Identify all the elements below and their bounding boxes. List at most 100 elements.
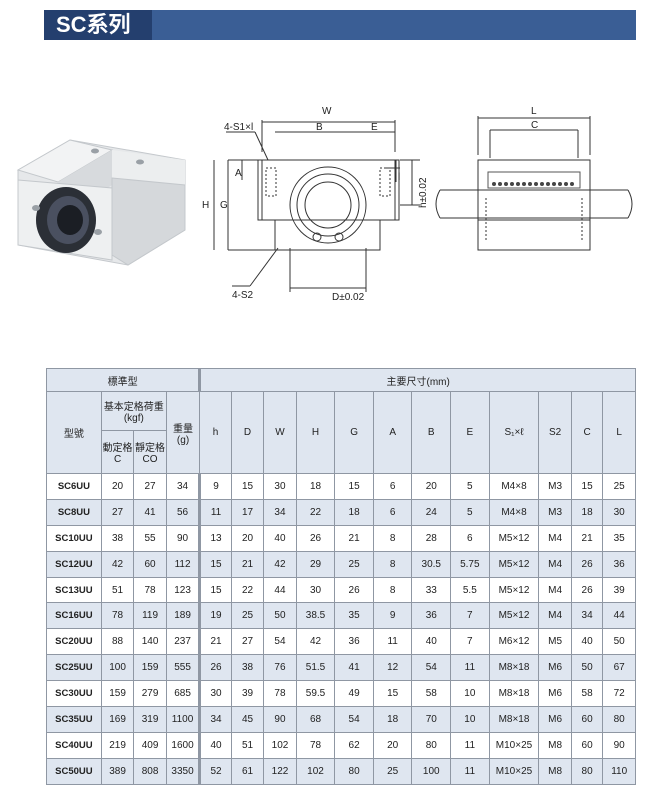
table-cell: 42 [100,550,135,578]
table-cell: 38 [100,524,135,552]
table-cell: 39 [602,576,636,604]
table-cell: 123 [165,576,201,604]
model-cell: SC20UU [46,628,102,656]
table-cell: 119 [133,602,167,630]
table-cell: 40 [411,628,452,656]
table-cell: 78 [100,602,135,630]
col-static-header: 靜定格 CO [133,430,167,474]
table-cell: 60 [570,706,604,733]
table-cell: 58 [570,680,604,708]
table-cell: 5 [450,473,490,500]
table-cell: 60 [570,731,604,759]
col-dim-header: H [295,391,336,474]
label-H: H [202,200,209,211]
table-cell: 67 [602,654,636,682]
table-cell: 685 [165,680,201,708]
table-cell: 40 [570,628,604,656]
front-view-drawing [213,120,420,292]
table-cell: 40 [198,731,232,759]
table-cell: 21 [334,524,374,552]
table-cell: 21 [230,550,265,578]
label-G: G [220,200,228,211]
page-title: SC系列 [44,10,152,40]
table-cell: M5×12 [488,576,540,604]
table-cell: 15 [198,550,232,578]
model-cell: SC6UU [46,473,102,500]
table-cell: 12 [372,654,413,682]
table-cell: 55 [133,524,167,552]
table-cell: M8×18 [488,706,540,733]
table-cell: 140 [133,628,167,656]
col-model-header: 型號 [46,391,102,474]
table-cell: M5 [538,628,572,656]
table-cell: 70 [411,706,452,733]
table-cell: 100 [411,757,452,785]
table-cell: 3350 [165,757,201,785]
col-weight-header: 重量 (g) [165,391,201,474]
model-cell: SC12UU [46,550,102,578]
group-standard-header: 標準型 [45,368,201,392]
col-load-header: 基本定格荷重 (kgf) [100,391,167,431]
table-cell: 78 [133,576,167,604]
table-cell: 20 [372,731,413,759]
table-cell: 90 [165,524,201,552]
table-cell: M6 [538,706,572,733]
table-cell: 25 [230,602,265,630]
table-cell: 72 [602,680,636,708]
table-cell: 8 [372,550,413,578]
label-E: E [371,122,378,133]
model-cell: SC40UU [46,731,102,759]
table-cell: 409 [133,731,167,759]
table-cell: 29 [295,550,336,578]
side-view-drawing [435,116,633,251]
table-cell: 122 [263,757,297,785]
model-cell: SC13UU [46,576,102,604]
model-cell: SC35UU [46,706,102,733]
table-cell: 102 [295,757,336,785]
table-cell: 13 [198,524,232,552]
model-cell: SC30UU [46,680,102,708]
table-cell: 41 [334,654,374,682]
table-cell: 1100 [165,706,201,733]
bearing-block-illustration [16,139,186,266]
table-cell: 15 [198,576,232,604]
model-cell: SC10UU [46,524,102,552]
table-cell: M4×8 [488,473,540,500]
table-cell: 51 [100,576,135,604]
model-cell: SC16UU [46,602,102,630]
table-cell: 20 [411,473,452,500]
table-cell: 5.5 [450,576,490,604]
ball-row [492,182,574,186]
col-dim-header: A [372,391,413,474]
table-cell: 26 [334,576,374,604]
col-dim-header: E [450,391,490,474]
table-cell: 9 [372,602,413,630]
table-cell: 56 [165,498,201,526]
table-cell: 7 [450,628,490,656]
table-cell: 54 [334,706,374,733]
table-cell: 39 [230,680,265,708]
table-cell: 44 [263,576,297,604]
col-dim-header: S₁×ℓ [488,391,540,474]
label-W: W [322,106,332,117]
table-cell: 27 [133,473,167,500]
table-cell: 36 [334,628,374,656]
table-cell: 49 [334,680,374,708]
table-cell: 35 [602,524,636,552]
table-cell: 10 [450,706,490,733]
table-cell: M6 [538,654,572,682]
table-cell: 11 [450,757,490,785]
label-l: l [398,172,400,183]
table-cell: 54 [263,628,297,656]
table-cell: 6 [372,473,413,500]
table-cell: 25 [602,473,636,500]
table-cell: 10 [450,680,490,708]
spec-table: 標準型 主要尺寸(mm) 型號 基本定格荷重 (kgf) 重量 (g) h D … [45,368,636,785]
table-cell: 11 [450,731,490,759]
label-A: A [235,168,242,179]
